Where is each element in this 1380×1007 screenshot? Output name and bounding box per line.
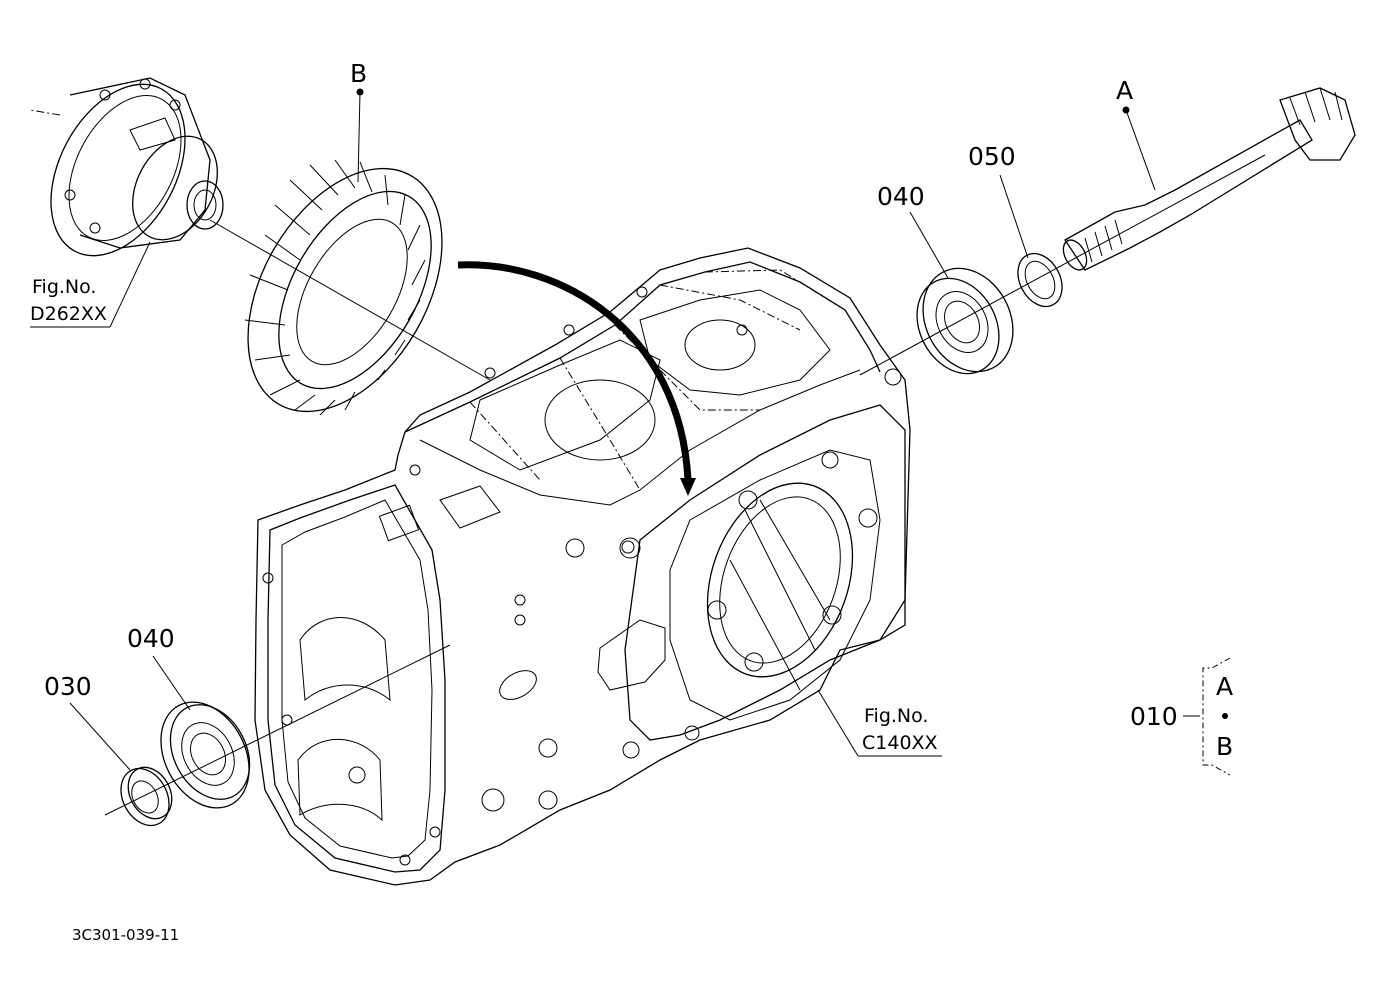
bevel-gear: [244, 159, 443, 416]
callout-a: A: [1116, 76, 1133, 105]
differential-assembly: [29, 77, 224, 257]
pinion-shaft: [1062, 87, 1356, 271]
callout-040-upper: 040: [877, 182, 925, 211]
assembly-bracket: 010 A B: [1130, 657, 1233, 776]
bracket-top-label: A: [1216, 672, 1233, 701]
seal-050: [1017, 252, 1063, 308]
transmission-case: [254, 247, 911, 886]
bracket-dot-icon: [1222, 713, 1228, 719]
assembly-arrow: [457, 261, 692, 481]
arrow-head-icon: [680, 478, 696, 496]
bearing-040-upper: [916, 267, 1014, 375]
bracket-part-number: 010: [1130, 702, 1178, 731]
fig-ref-differential-number: D262XX: [30, 303, 107, 325]
fig-ref-case-number: C140XX: [862, 732, 938, 754]
fig-ref-differential-prefix: Fig.No.: [32, 276, 96, 298]
drawing-code: 3C301-039-11: [72, 926, 179, 944]
bearing-040-lower: [160, 701, 251, 809]
callout-050: 050: [968, 142, 1016, 171]
fig-ref-case-prefix: Fig.No.: [864, 705, 928, 727]
callout-b: B: [350, 59, 367, 88]
bracket-bottom-label: B: [1216, 732, 1233, 761]
callout-030: 030: [44, 672, 92, 701]
leader-lines: [30, 88, 1156, 771]
part-b-dot-icon: [356, 88, 364, 96]
callout-040-lower: 040: [127, 624, 175, 653]
part-a-dot-icon: [1122, 106, 1130, 114]
seal-030: [120, 766, 173, 827]
center-lines: [104, 154, 1266, 816]
